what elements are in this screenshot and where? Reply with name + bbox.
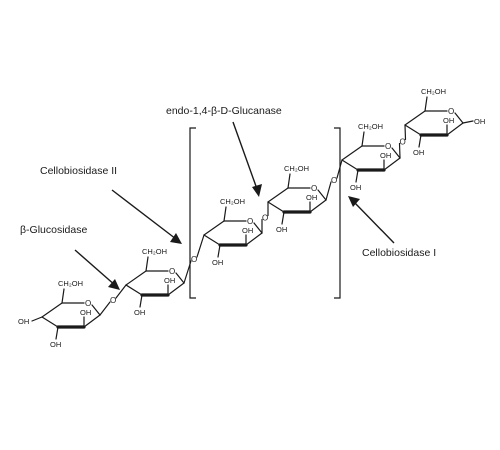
bond xyxy=(41,302,63,318)
bond xyxy=(175,272,185,284)
hydroxyl-label: OH xyxy=(413,148,424,157)
glucose-unit-1: O CH₂OH OH OH OH xyxy=(18,279,101,349)
hydroxymethyl-label: CH₂OH xyxy=(220,197,245,206)
ring-oxygen: O xyxy=(85,299,91,308)
hydroxyl-label: OH xyxy=(80,308,91,317)
bond xyxy=(125,284,143,296)
label-cellobiosidase-ii: Cellobiosidase II xyxy=(40,165,117,177)
bond xyxy=(454,112,464,124)
bond xyxy=(223,206,227,222)
hydroxyl-label: OH xyxy=(50,340,61,349)
glycosidic-oxygen: O xyxy=(400,138,406,147)
arrow-endo-glucanase xyxy=(232,121,258,190)
ring-oxygen: O xyxy=(311,184,317,193)
hydroxyl-label: OH xyxy=(350,183,361,192)
bond xyxy=(61,288,65,304)
bond xyxy=(446,122,464,136)
bond xyxy=(203,234,221,246)
glycosidic-bond xyxy=(115,284,127,299)
bond xyxy=(31,316,43,322)
glucose-unit-6: O CH₂OH OH OH OH xyxy=(404,87,485,157)
bond xyxy=(317,189,327,201)
glycosidic-bond xyxy=(404,124,407,141)
ring-oxygen: O xyxy=(247,217,253,226)
label-endo-glucanase: endo-1,4-β-D-Glucanase xyxy=(166,105,282,117)
bond xyxy=(287,173,291,189)
arrowhead-cellobiosidase-ii xyxy=(170,233,182,244)
bond xyxy=(145,256,149,272)
glycosidic-bond xyxy=(99,301,111,316)
hydroxyl-label: OH xyxy=(443,116,454,125)
hydroxyl-label: OH xyxy=(242,226,253,235)
glycosidic-oxygen: O xyxy=(191,255,197,264)
hydroxymethyl-label: CH₂OH xyxy=(358,122,383,131)
hydroxymethyl-label: CH₂OH xyxy=(142,247,167,256)
bond xyxy=(404,110,426,126)
bond xyxy=(167,282,185,296)
hydroxyl-label: OH xyxy=(276,225,287,234)
bond xyxy=(418,134,422,148)
label-cellobiosidase-i: Cellobiosidase I xyxy=(362,247,436,259)
hydroxymethyl-label: CH₂OH xyxy=(58,279,83,288)
bond xyxy=(383,157,401,171)
ring-oxygen: O xyxy=(385,142,391,151)
hydroxyl-label: OH xyxy=(164,276,175,285)
glycosidic-oxygen: O xyxy=(262,214,268,223)
glucose-unit-3: O CH₂OH OH OH xyxy=(203,197,263,267)
chain-bracket-right xyxy=(334,127,341,299)
hydroxyl-label: OH xyxy=(380,151,391,160)
hydroxymethyl-label: CH₂OH xyxy=(421,87,446,96)
bond xyxy=(355,169,359,183)
chain-bracket-left xyxy=(189,127,196,299)
glycosidic-bond xyxy=(325,181,332,201)
bond xyxy=(281,211,285,225)
glycosidic-bond xyxy=(183,260,192,284)
hydroxymethyl-label: CH₂OH xyxy=(284,164,309,173)
arrow-beta-glucosidase xyxy=(74,249,117,287)
bond xyxy=(361,131,365,147)
arrowhead-cellobiosidase-i xyxy=(348,196,360,207)
ring-oxygen: O xyxy=(448,107,454,116)
arrow-cellobiosidase-i xyxy=(353,201,395,244)
arrowhead-endo-glucanase xyxy=(252,184,262,197)
arrowhead-beta-glucosidase xyxy=(108,279,120,290)
hydroxyl-label: OH xyxy=(474,117,485,126)
bond xyxy=(83,314,101,328)
hydroxyl-label: OH xyxy=(212,258,223,267)
bond xyxy=(267,201,285,213)
arrow-cellobiosidase-ii xyxy=(111,189,177,240)
bond xyxy=(91,304,101,316)
bond xyxy=(424,96,428,112)
bond xyxy=(267,187,289,203)
bond xyxy=(203,220,225,236)
bond xyxy=(391,147,401,159)
glycosidic-bond xyxy=(196,234,205,258)
glycosidic-bond xyxy=(398,142,401,159)
glycosidic-oxygen: O xyxy=(110,296,116,305)
bond xyxy=(55,326,59,340)
bond xyxy=(139,294,143,308)
hydroxyl-label: OH xyxy=(18,317,29,326)
bond xyxy=(253,222,263,234)
glucose-chain: OCH₂OHOHOHOHOCH₂OHOHOHOCH₂OHOHOHOCH₂OHOH… xyxy=(18,87,485,349)
bond xyxy=(309,199,327,213)
glycosidic-bond xyxy=(336,159,343,179)
label-beta-glucosidase: β-Glucosidase xyxy=(20,224,87,236)
bond xyxy=(125,270,147,286)
bond xyxy=(462,120,474,124)
bond xyxy=(341,145,363,161)
glucose-unit-5: O CH₂OH OH OH xyxy=(341,122,401,192)
ring-oxygen: O xyxy=(169,267,175,276)
bond xyxy=(245,232,263,246)
hydroxyl-label: OH xyxy=(134,308,145,317)
bond xyxy=(217,244,221,258)
hydroxyl-label: OH xyxy=(306,193,317,202)
bond xyxy=(41,316,59,328)
glucose-unit-2: O CH₂OH OH OH xyxy=(125,247,185,317)
glycosidic-oxygen: O xyxy=(331,176,337,185)
bond xyxy=(341,159,359,171)
bond xyxy=(404,124,422,136)
glucose-unit-4: O CH₂OH OH OH xyxy=(267,164,327,234)
